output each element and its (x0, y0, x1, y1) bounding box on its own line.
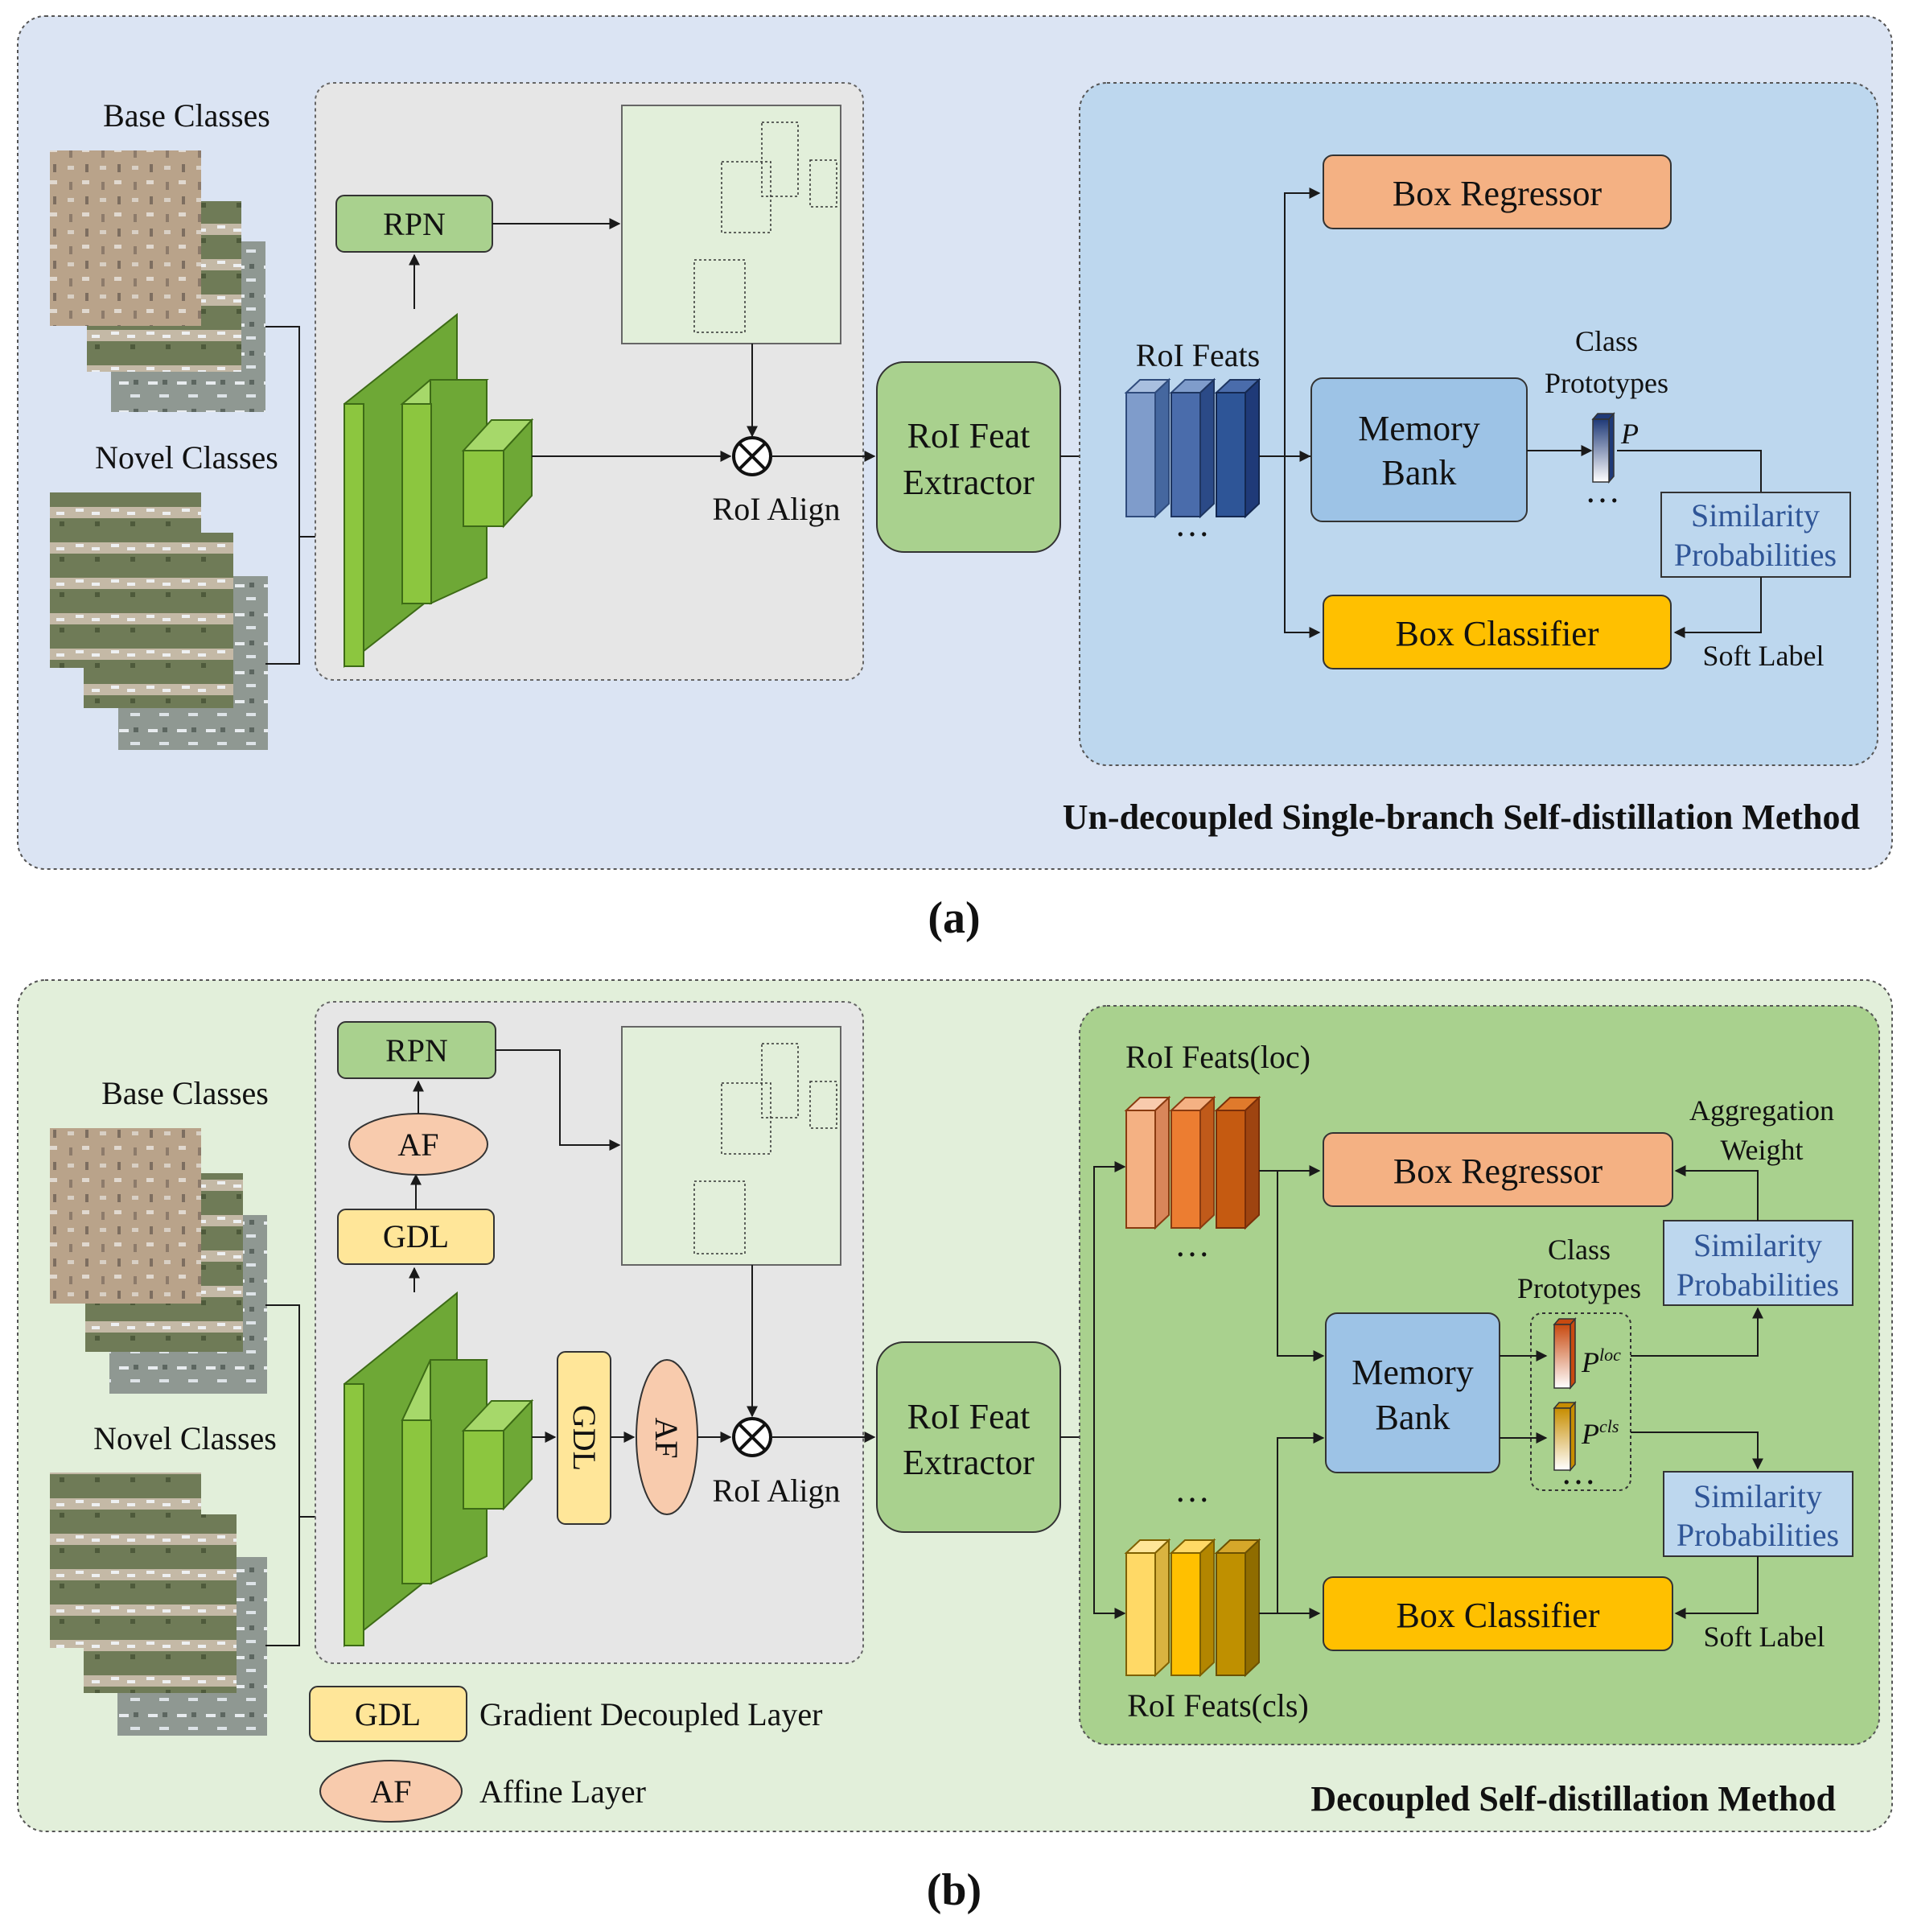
novel-classes-label: Novel Classes (95, 439, 278, 476)
box-classifier-label: Box Classifier (1396, 614, 1599, 653)
af-label-vertical: AF (397, 1127, 438, 1163)
roi-feats-middle-ellipsis: … (1175, 1470, 1210, 1510)
soft-label-b: Soft Label (1704, 1621, 1825, 1653)
roi-feat-extractor-label-line2-b: Extractor (903, 1443, 1035, 1482)
similarity-probabilities-box (1660, 492, 1851, 578)
soft-label: Soft Label (1703, 640, 1825, 672)
class-prototypes-label-line2-b: Prototypes (1517, 1272, 1641, 1304)
af-label-horizontal: AF (648, 1417, 685, 1458)
class-prototypes-label-line1: Class (1575, 325, 1638, 357)
legend-gdl-label: Gradient Decoupled Layer (479, 1696, 822, 1732)
prototypes-group (1530, 1312, 1631, 1491)
gdl-label-horizontal: GDL (566, 1405, 603, 1471)
prototype-ellipsis-b: … (1561, 1452, 1596, 1492)
base-classes-images-b (50, 1128, 267, 1394)
roi-feats-loc-blocks (1124, 1095, 1261, 1230)
similarity-probabilities-box-loc (1663, 1220, 1853, 1306)
base-classes-images (50, 150, 265, 412)
prototype-cls-vector (1553, 1400, 1577, 1473)
roi-feats-ellipsis: … (1175, 505, 1210, 544)
proposal-boxes-b (693, 1043, 837, 1254)
roi-align-operator-b (732, 1417, 772, 1457)
roi-feat-extractor-box-b (876, 1341, 1061, 1533)
roi-feat-extractor-label-line1: RoI Feat (907, 416, 1031, 455)
roi-feats-loc-ellipsis: … (1175, 1225, 1210, 1264)
gdl-label-vertical: GDL (383, 1218, 449, 1254)
backbone-feature-pyramid-b (344, 1291, 534, 1648)
roi-feats-loc-label: RoI Feats(loc) (1125, 1039, 1310, 1075)
legend-af-label: Affine Layer (479, 1773, 646, 1810)
prototype-loc-superscript: loc (1599, 1345, 1621, 1365)
aggregation-weight-line1: Aggregation (1689, 1094, 1834, 1127)
prototype-loc-base: P (1581, 1346, 1599, 1378)
proposals-map-b (621, 1026, 841, 1266)
roi-feats-cls-label: RoI Feats(cls) (1127, 1687, 1309, 1724)
proposals-map (621, 105, 841, 344)
roi-align-label: RoI Align (713, 491, 841, 527)
similarity-probabilities-cls-line1: Similarity (1693, 1478, 1822, 1514)
memory-bank-label-line1: Memory (1358, 409, 1480, 448)
class-prototype-vector (1591, 411, 1615, 484)
class-prototypes-label-line1-b: Class (1548, 1234, 1611, 1266)
roi-align-operator (732, 436, 772, 476)
rpn-label-b: RPN (385, 1032, 448, 1069)
similarity-probabilities-line1: Similarity (1691, 497, 1820, 533)
box-regressor-box-b (1323, 1132, 1673, 1207)
memory-bank-label-line2: Bank (1382, 453, 1457, 492)
roi-feats-label: RoI Feats (1136, 337, 1260, 373)
prototype-cls-symbol: Pcls (1581, 1416, 1619, 1450)
roi-feats-cls-blocks (1124, 1538, 1261, 1678)
base-classes-label-b: Base Classes (101, 1075, 269, 1111)
legend-gdl-swatch (309, 1686, 467, 1742)
backbone-feature-pyramid (344, 312, 534, 669)
roi-feat-extractor-box (876, 361, 1061, 553)
base-classes-label: Base Classes (103, 97, 270, 134)
panel-b-caption: (b) (927, 1865, 981, 1915)
memory-bank-box-b (1325, 1312, 1500, 1473)
legend-gdl-abbrev: GDL (355, 1696, 421, 1732)
roi-feat-extractor-label-line2: Extractor (903, 463, 1035, 502)
roi-align-label-b: RoI Align (713, 1473, 841, 1509)
prototype-symbol: P (1620, 418, 1639, 450)
class-prototypes-label-line2: Prototypes (1545, 367, 1668, 399)
prototype-loc-vector (1553, 1316, 1577, 1390)
memory-bank-label-line2-b: Bank (1376, 1398, 1450, 1437)
prototype-cls-base: P (1581, 1418, 1599, 1450)
roi-feat-extractor-label-line1-b: RoI Feat (907, 1397, 1031, 1436)
legend-af-swatch (319, 1760, 463, 1823)
aggregation-weight-line2: Weight (1720, 1134, 1803, 1166)
panel-a-title: Un-decoupled Single-branch Self-distilla… (1063, 797, 1860, 837)
prototype-cls-superscript: cls (1599, 1416, 1619, 1436)
prototype-ellipsis: … (1585, 471, 1620, 510)
roi-feats-blocks (1124, 377, 1261, 519)
similarity-probabilities-loc-line1: Similarity (1693, 1227, 1822, 1263)
prototype-loc-symbol: Ploc (1581, 1345, 1621, 1378)
panel-a-caption: (a) (928, 893, 980, 943)
novel-classes-label-b: Novel Classes (93, 1420, 277, 1456)
memory-bank-label-line1-b: Memory (1352, 1353, 1474, 1392)
legend-af-abbrev: AF (370, 1773, 411, 1810)
similarity-probabilities-line2: Probabilities (1674, 537, 1837, 573)
novel-classes-images (50, 492, 268, 750)
box-regressor-box (1323, 154, 1672, 229)
proposal-boxes (693, 122, 837, 333)
legend: GDL Gradient Decoupled Layer AF Affine L… (309, 1686, 822, 1823)
box-regressor-label-b: Box Regressor (1393, 1151, 1603, 1191)
panel-a: Base Classes Novel Classes (17, 15, 1893, 870)
panel-b-title: Decoupled Self-distillation Method (1310, 1779, 1836, 1819)
panel-b: Base Classes Novel Classes (17, 979, 1893, 1832)
box-classifier-box (1323, 595, 1672, 669)
box-regressor-label: Box Regressor (1393, 174, 1602, 213)
box-classifier-box-b (1323, 1576, 1673, 1651)
memory-bank-box (1310, 377, 1528, 522)
similarity-probabilities-loc-line2: Probabilities (1677, 1267, 1839, 1303)
similarity-probabilities-cls-line2: Probabilities (1677, 1517, 1839, 1553)
rpn-label: RPN (383, 206, 446, 242)
novel-classes-images-b (50, 1473, 267, 1736)
box-classifier-label-b: Box Classifier (1397, 1596, 1600, 1635)
